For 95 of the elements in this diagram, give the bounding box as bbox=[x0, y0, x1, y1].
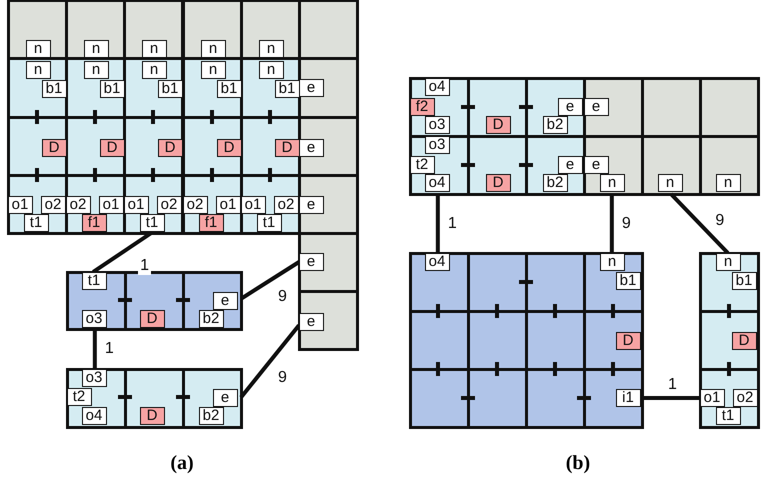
cell-tag: o3 bbox=[424, 136, 450, 154]
cell-tag: D bbox=[158, 138, 182, 156]
cell-tag: e bbox=[298, 312, 324, 330]
cell-tag: n bbox=[200, 60, 226, 78]
cell-tag: o1 bbox=[216, 196, 240, 214]
connector-line bbox=[642, 396, 700, 400]
cell-tag: e bbox=[212, 388, 238, 406]
cell-tag: e bbox=[212, 292, 238, 310]
cell-tag: f2 bbox=[410, 98, 434, 116]
cell-tag: b1 bbox=[216, 80, 242, 98]
cell-tag: D bbox=[216, 138, 242, 156]
cell-tag: D bbox=[42, 138, 66, 156]
cell-tag: i1 bbox=[616, 388, 640, 406]
cell-tag: t1 bbox=[716, 406, 740, 424]
cell-tag: D bbox=[100, 138, 124, 156]
cell-tag: b1 bbox=[616, 272, 640, 290]
cell-tag: o3 bbox=[82, 310, 106, 328]
grid-cell bbox=[6, 0, 68, 60]
cell-tag: o4 bbox=[424, 174, 450, 192]
panel-caption: (b) bbox=[566, 452, 590, 475]
cell-tag: f1 bbox=[82, 214, 106, 232]
cell-tag: t2 bbox=[66, 388, 92, 406]
cell-tag: n bbox=[716, 174, 740, 192]
cell-tag: n bbox=[26, 40, 50, 58]
cell-tag: n bbox=[26, 60, 50, 78]
cell-tag: o2 bbox=[156, 196, 182, 214]
cell-tag: D bbox=[616, 332, 640, 350]
cell-tag: e bbox=[298, 252, 324, 270]
cell-tag: n bbox=[142, 40, 166, 58]
cell-tag: o4 bbox=[424, 78, 450, 96]
cell-tag: n bbox=[142, 60, 166, 78]
edge-label: 1 bbox=[138, 256, 152, 274]
grid-cell bbox=[66, 368, 126, 428]
cell-tag: D bbox=[486, 174, 510, 192]
cell-tag: o2 bbox=[274, 196, 298, 214]
cell-tag: o2 bbox=[66, 196, 90, 214]
cell-tag: o4 bbox=[424, 252, 450, 270]
grid-cell bbox=[408, 252, 470, 312]
cell-tag: e bbox=[558, 156, 582, 174]
cell-tag: b1 bbox=[42, 80, 66, 98]
cell-tag: n bbox=[600, 174, 624, 192]
cell-tag: b1 bbox=[732, 272, 756, 290]
cell-tag: e bbox=[558, 98, 582, 116]
cell-tag: n bbox=[658, 174, 682, 192]
panel-caption: (a) bbox=[170, 452, 194, 475]
cell-tag: b1 bbox=[158, 80, 182, 98]
cell-tag: e bbox=[584, 98, 608, 116]
cell-tag: o2 bbox=[40, 196, 66, 214]
cell-tag: n bbox=[258, 60, 284, 78]
cell-tag: e bbox=[298, 78, 324, 96]
cell-tag: t1 bbox=[140, 214, 164, 232]
cell-tag: e bbox=[298, 138, 324, 156]
cell-tag: D bbox=[732, 332, 756, 350]
cell-tag: o2 bbox=[732, 388, 758, 406]
cell-tag: o3 bbox=[424, 116, 450, 134]
grid-cell bbox=[582, 76, 644, 138]
cell-tag: n bbox=[258, 40, 284, 58]
cell-tag: D bbox=[140, 310, 164, 328]
cell-tag: b2 bbox=[198, 406, 224, 424]
cell-tag: b2 bbox=[542, 116, 568, 134]
cell-tag: f1 bbox=[198, 214, 224, 232]
cell-tag: o1 bbox=[700, 388, 724, 406]
cell-tag: t1 bbox=[82, 272, 106, 290]
cell-tag: n bbox=[716, 252, 740, 270]
cell-tag: n bbox=[200, 40, 226, 58]
cell-tag: t2 bbox=[410, 156, 434, 174]
cell-tag: o4 bbox=[82, 406, 106, 424]
connector-line bbox=[436, 194, 440, 253]
cell-tag: D bbox=[140, 406, 164, 424]
cell-tag: b2 bbox=[542, 174, 568, 192]
cell-tag: o1 bbox=[8, 196, 32, 214]
cell-tag: b1 bbox=[274, 80, 300, 98]
cell-tag: o3 bbox=[82, 368, 106, 386]
grid-cell bbox=[66, 270, 126, 330]
cell-tag: n bbox=[600, 252, 624, 270]
cell-tag: b2 bbox=[198, 310, 224, 328]
grid-cell bbox=[182, 0, 242, 60]
grid-cell bbox=[408, 76, 470, 138]
cell-tag: n bbox=[84, 40, 108, 58]
cell-tag: o1 bbox=[98, 196, 124, 214]
grid-cell bbox=[408, 134, 470, 196]
cell-tag: b1 bbox=[100, 80, 124, 98]
connector-line bbox=[92, 329, 97, 369]
cell-tag: o2 bbox=[182, 196, 208, 214]
connector-line bbox=[610, 194, 614, 253]
cell-tag: n bbox=[84, 60, 108, 78]
cell-tag: o1 bbox=[124, 196, 148, 214]
cell-tag: t1 bbox=[256, 214, 282, 232]
cell-tag: e bbox=[584, 156, 608, 174]
grid-cell bbox=[698, 252, 760, 312]
cell-tag: o1 bbox=[240, 196, 266, 214]
cell-tag: e bbox=[298, 196, 324, 214]
cell-tag: D bbox=[486, 116, 510, 134]
cell-tag: D bbox=[274, 138, 300, 156]
cell-tag: t1 bbox=[24, 214, 48, 232]
